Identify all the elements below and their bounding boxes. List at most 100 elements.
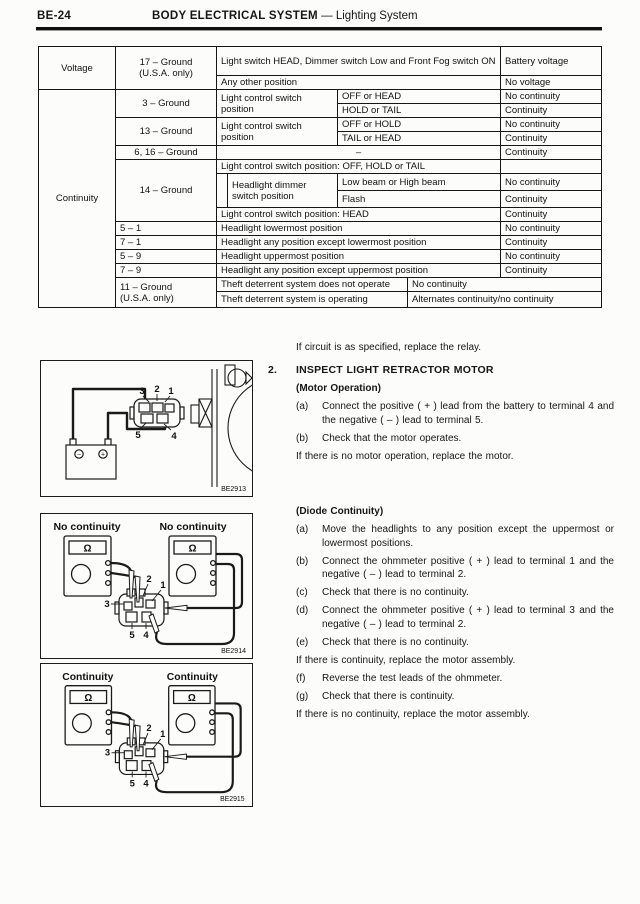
step-text: Connect the ohmmeter positive ( + ) lead… [322,555,614,581]
retractor-motor-icon [190,364,252,487]
terminal-6-16-ground: 6, 16 – Ground [115,145,217,160]
step-item: (d) Connect the ohmmeter positive ( + ) … [296,604,614,631]
meter-reading-label-left: Continuity [62,672,113,683]
step-label: (f) [296,672,306,684]
step-text: Check that the motor operates. [322,432,462,444]
step-item: (g) Check that there is continuity. [296,690,614,704]
terminal-4-label: 4 [171,431,177,442]
battery-negative-sign: − [77,452,81,459]
result-cell: No continuity [500,117,603,132]
condition-cell: Light switch HEAD, Dimmer switch Low and… [215,46,502,76]
terminal-numbers: 3 2 1 5 4 [135,384,177,442]
page-title-section: BODY ELECTRICAL SYSTEM [152,10,318,22]
result-cell: Continuity [500,145,603,160]
intro-note: If circuit is as specified, replace the … [296,342,482,353]
step-text: Check that there is no continuity. [322,636,469,648]
section-continuity: Continuity [38,89,116,308]
terminal-5-1: 5 – 1 [115,221,217,236]
figure-id-label: BE2913 [221,486,246,493]
condition-cell: Headlight lowermost position [215,221,502,236]
condition-cell: – [215,145,502,160]
step-label: (a) [296,401,309,412]
section-number: 2. [268,363,278,376]
result-cell: Continuity [500,207,603,222]
result-cell: Continuity [500,131,603,146]
step-label: (b) [296,555,309,567]
result-cell: No continuity [500,221,603,236]
terminal-3-label: 3 [139,386,144,397]
result-cell-empty [500,159,603,174]
section-voltage: Voltage [38,46,116,90]
position-cell: TAIL or HEAD [336,131,502,146]
terminal-line1: 17 – Ground [139,57,193,68]
result-cell: Battery voltage [500,46,603,76]
result-cell: Continuity [500,103,603,118]
dimmer-switch-cell: Headlight dimmer switch position [227,173,338,208]
position-cell: HOLD or TAIL [336,103,502,118]
terminal-5-9: 5 – 9 [115,249,217,264]
figure-id-label: BE2914 [221,648,246,655]
step-text: Check that there is no continuity. [322,587,469,598]
result-cell: No continuity [500,173,603,191]
battery-icon [65,438,117,480]
result-cell: No continuity [406,277,603,292]
condition-cell: Any other position [215,75,502,90]
terminal-line1: 11 – Ground [120,281,173,293]
terminal-13-ground: 13 – Ground [115,117,217,146]
condition-cell: Light control switch position: HEAD [215,207,502,222]
position-cell: OFF or HEAD [336,89,502,104]
page-title: BODY ELECTRICAL SYSTEM — Lighting System [152,10,418,22]
subsection-heading: (Diode Continuity) [296,506,384,517]
step-text: Connect the ohmmeter positive ( + ) lead… [322,605,614,630]
terminal-5-label: 5 [135,430,141,441]
condition-cell: Headlight any position except lowermost … [215,235,502,250]
terminal-2-label: 2 [154,384,159,395]
terminal-line2: (U.S.A. only) [120,292,174,304]
meter-reading-label-right: No continuity [159,521,226,533]
switch-cell: Light control switch position [216,117,338,146]
position-cell: OFF or HOLD [336,117,502,132]
result-cell: No voltage [500,75,603,90]
terminal-1-label: 1 [168,386,174,397]
terminal-line2: (U.S.A. only) [139,68,193,79]
terminal-17-ground: 17 – Ground (U.S.A. only) [115,46,217,90]
page-title-subsection: — Lighting System [321,10,418,22]
section-heading: 2. INSPECT LIGHT RETRACTOR MOTOR [268,364,614,378]
result-cell: Continuity [500,263,603,278]
step-item: (b) Connect the ohmmeter positive ( + ) … [296,555,614,582]
result-cell: Continuity [500,190,603,208]
terminal-7-9: 7 – 9 [115,263,217,278]
figure-motor-operation: − + [40,360,253,497]
meter-reading-label-left: No continuity [53,521,120,533]
connector-icon [129,398,185,428]
condition-cell: Headlight any position except uppermost … [215,263,502,278]
step-item: (c) Check that there is no continuity. [296,586,614,600]
step-label: (a) [296,524,309,535]
result-cell: Continuity [500,235,603,250]
step-item: (a) Connect the positive ( + ) lead from… [296,400,614,427]
terminal-14-ground: 14 – Ground [115,159,217,222]
instructions-diode-continuity: (Diode Continuity) (a) Move the headligh… [268,505,614,726]
relay-inspection-table: Voltage 17 – Ground (U.S.A. only) Light … [38,46,603,308]
step-text: Move the headlights to any position exce… [322,524,614,549]
condition-cell: Light control switch position: OFF, HOLD… [215,159,502,174]
step-text: Connect the positive ( + ) lead from the… [322,401,614,426]
switch-cell: Light control switch position [216,89,338,118]
section-title: INSPECT LIGHT RETRACTOR MOTOR [296,363,494,376]
figure-id-label: BE2915 [220,796,245,803]
result-cell: No continuity [500,249,603,264]
instructions-motor-operation: If circuit is as specified, replace the … [268,341,614,468]
terminal-3-ground: 3 – Ground [115,89,217,118]
condition-cell: Headlight uppermost position [215,249,502,264]
result-note: If there is no motor operation, replace … [296,450,514,462]
spec-table-container: Voltage 17 – Ground (U.S.A. only) Light … [38,46,603,308]
header-rule [36,27,602,31]
meter-reading-label-right: Continuity [167,672,218,683]
result-note: If there is no continuity, replace the m… [296,708,530,720]
result-cell: No continuity [500,89,603,104]
step-item: (b) Check that the motor operates. [296,432,614,446]
step-item: (e) Check that there is no continuity. [296,636,614,650]
battery-positive-sign: + [101,452,105,459]
figure-diode-no-continuity: No continuity No continuity BE2914 [40,513,253,659]
